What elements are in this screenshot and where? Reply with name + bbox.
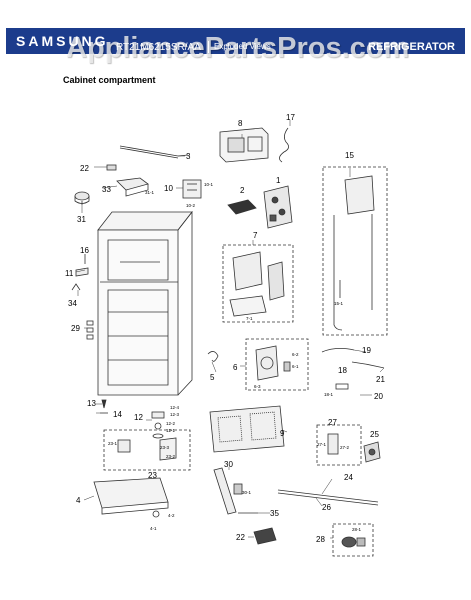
section-title: Cabinet compartment	[63, 75, 156, 85]
callout-22-top: 22	[80, 164, 89, 173]
brand-logo: SAMSUNG	[16, 33, 109, 49]
callout-23-3: 23-3	[160, 445, 170, 450]
part-11-part	[75, 267, 89, 277]
callout-2: 2	[240, 186, 245, 195]
callout-20: 20	[374, 392, 383, 401]
callout-15-1: 15-1	[334, 301, 344, 306]
callout-18-1: 18-1	[324, 392, 334, 397]
part-31-knob	[74, 191, 90, 205]
callout-15: 15	[345, 151, 354, 160]
callout-35: 35	[270, 509, 279, 518]
header-bar: AppliancePartsPros.com SAMSUNG RT21M6215…	[6, 28, 465, 64]
refrigerator-cabinet	[97, 210, 193, 396]
callout-6-1: 6-1	[292, 364, 299, 369]
callout-10-1: 10-1	[204, 182, 214, 187]
part-5-hook	[207, 351, 219, 362]
callout-29: 29	[71, 324, 80, 333]
callout-23-1: 23-1	[108, 441, 118, 446]
watermark: AppliancePartsPros.com	[66, 32, 410, 64]
part-30-tube	[213, 467, 243, 515]
model-number: RT21M6215SR/AA	[116, 42, 201, 53]
callout-27-1: 27-1	[317, 442, 327, 447]
part-4-tray	[93, 477, 169, 518]
part-3-rod	[119, 145, 189, 159]
callout-28-1: 28-1	[352, 527, 362, 532]
callout-7: 7	[253, 231, 258, 240]
callout-30: 30	[224, 460, 233, 469]
callout-13: 13	[87, 399, 96, 408]
callout-23: 23	[148, 471, 157, 480]
part-2-board	[227, 199, 257, 215]
callout-12-3: 12-3	[170, 412, 180, 417]
callout-8: 8	[238, 119, 243, 128]
callout-9: 9	[280, 429, 285, 438]
callout-27: 27	[328, 418, 337, 427]
callout-5: 5	[210, 373, 215, 382]
callout-12-1: 12-1	[166, 428, 176, 433]
part-26-bar	[277, 489, 379, 506]
part-10-housing	[182, 179, 202, 199]
part-8-control-box	[219, 127, 269, 163]
callout-27-2: 27-2	[340, 445, 350, 450]
callout-14: 14	[113, 410, 122, 419]
callout-10: 10	[164, 184, 173, 193]
part-28-group	[332, 523, 374, 557]
category-label: REFRIGERATOR	[368, 41, 455, 53]
part-27-group	[316, 424, 362, 466]
callout-6-4: 6-2	[292, 352, 299, 357]
part-23-group	[103, 429, 191, 471]
callout-33: 33	[102, 185, 111, 194]
callout-1: 1	[276, 176, 281, 185]
callout-24: 24	[344, 473, 353, 482]
callout-4: 4	[76, 496, 81, 505]
part-6-fan-group	[245, 338, 309, 391]
callout-31-1: 31-1	[145, 190, 155, 195]
callout-11: 11	[65, 269, 74, 278]
part-25-pump	[363, 441, 381, 463]
callout-28: 28	[316, 535, 325, 544]
callout-25: 25	[370, 430, 379, 439]
callout-23-2: 23-2	[166, 454, 176, 459]
callout-7-1: 7-1	[246, 316, 253, 321]
header-separator	[208, 41, 209, 53]
callout-26: 26	[322, 503, 331, 512]
part-12-damper-parts	[151, 411, 165, 439]
callout-31: 31	[77, 215, 86, 224]
part-15-evaporator-group	[322, 166, 388, 336]
callout-34: 34	[68, 299, 77, 308]
callout-16: 16	[80, 246, 89, 255]
part-21-tube	[351, 361, 385, 369]
callout-30-1: 30-1	[242, 490, 252, 495]
callout-19: 19	[362, 346, 371, 355]
part-22-clip	[106, 164, 117, 171]
part-34-part	[71, 283, 81, 291]
callout-21: 21	[376, 375, 385, 384]
part-18-part	[335, 383, 349, 390]
callout-4-1: 4-1	[150, 526, 157, 531]
callout-18: 18	[338, 366, 347, 375]
part-9-panel	[209, 405, 285, 453]
part-22-latch	[253, 527, 277, 545]
callout-10-2: 10-2	[186, 203, 196, 208]
callout-17: 17	[286, 113, 295, 122]
view-label: Exploded Views	[214, 42, 271, 51]
part-7-icemaker-group	[222, 244, 294, 323]
callout-12: 12	[134, 413, 143, 422]
callout-22-bottom: 22	[236, 533, 245, 542]
callout-3: 3	[186, 152, 191, 161]
part-29-parts	[86, 320, 94, 340]
callout-6: 6	[233, 363, 238, 372]
callout-12-4: 12-4	[170, 405, 180, 410]
callout-4-2: 4-2	[168, 513, 175, 518]
part-33-bracket	[116, 177, 149, 197]
part-1-assembly	[263, 185, 293, 229]
part-19-hose	[321, 348, 355, 353]
callout-12-2: 12-2	[166, 421, 176, 426]
part-13-screw	[101, 399, 107, 409]
callout-6-3: 6-3	[254, 384, 261, 389]
part-17-cord	[279, 127, 289, 163]
